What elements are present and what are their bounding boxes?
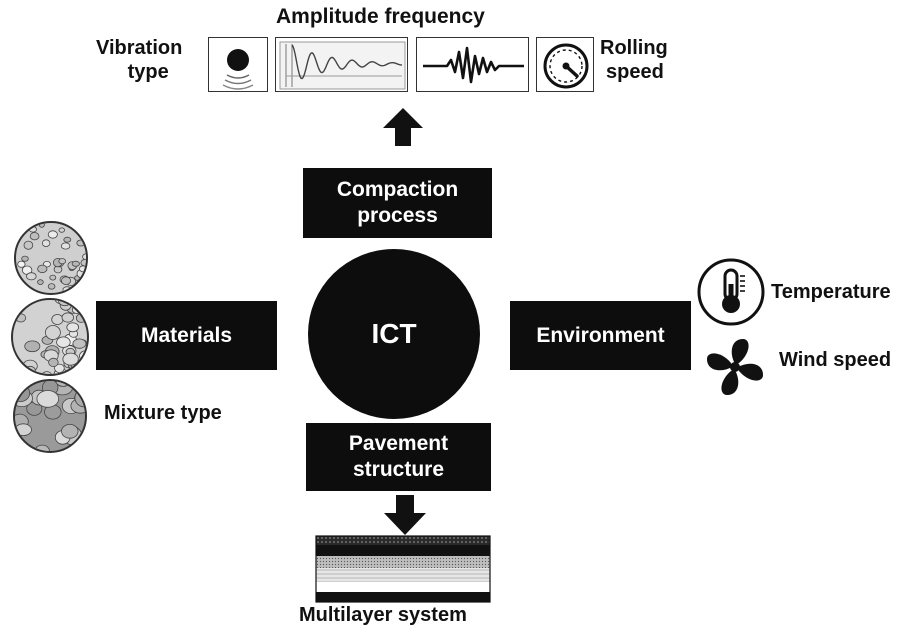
aggregate-particle bbox=[29, 232, 40, 241]
aggregate-particle bbox=[47, 230, 58, 239]
aggregate-particle bbox=[55, 381, 71, 387]
aggregate-particle bbox=[48, 357, 59, 368]
aggregate-particle bbox=[78, 279, 86, 287]
aggregate-particle bbox=[74, 388, 85, 408]
aggregate-particle bbox=[38, 223, 45, 228]
aggregate-particle bbox=[61, 312, 75, 323]
up-arrow-icon bbox=[383, 108, 423, 146]
aggregate-particle bbox=[37, 279, 44, 285]
aggregate-particle bbox=[37, 264, 48, 274]
rolling-speed-label: Rolling speed bbox=[600, 37, 668, 83]
speed-panel bbox=[536, 37, 594, 92]
environment-box: Environment bbox=[510, 301, 691, 370]
aggregate-particle bbox=[61, 423, 79, 439]
aggregate-particle bbox=[21, 255, 29, 262]
amplitude-panel bbox=[275, 37, 408, 92]
fan-icon bbox=[707, 339, 763, 395]
aggregate-particle bbox=[62, 352, 79, 366]
aggregate-particle bbox=[49, 274, 57, 281]
multilayer-system-label: Multilayer system bbox=[299, 604, 467, 626]
vibration-type-label: Vibration type bbox=[96, 37, 183, 83]
aggregate-particle bbox=[75, 313, 87, 323]
aggregate-particle bbox=[51, 314, 64, 325]
aggregate-particle bbox=[71, 305, 82, 314]
amplitude-frequency-title: Amplitude frequency bbox=[276, 5, 485, 28]
aggregate-particle bbox=[24, 340, 41, 353]
vibration-sensor-icon bbox=[222, 49, 254, 90]
pavement-structure-box: Pavement structure bbox=[306, 423, 491, 491]
aggregate-particle bbox=[76, 239, 86, 247]
compaction-process-box: Compaction process bbox=[303, 168, 492, 238]
aggregate-particle bbox=[45, 325, 61, 340]
aggregate-particle bbox=[34, 444, 50, 451]
aggregate-particle bbox=[23, 240, 34, 250]
aggregate-particle bbox=[23, 223, 31, 227]
aggregate-particle bbox=[15, 443, 24, 451]
mixture-type-label: Mixture type bbox=[104, 402, 222, 424]
aggregate-particle bbox=[15, 423, 32, 436]
aggregate-particle bbox=[77, 230, 85, 236]
aggregate-particle bbox=[15, 384, 31, 402]
aggregate-particle bbox=[79, 265, 86, 273]
aggregate-particle bbox=[83, 367, 87, 374]
aggregate-particle bbox=[66, 322, 79, 333]
ict-circle: ICT bbox=[308, 249, 480, 419]
aggregate-particle bbox=[68, 223, 75, 227]
aggregate-particle bbox=[15, 313, 27, 323]
aggregate-particle bbox=[58, 227, 65, 233]
aggregate-particle bbox=[41, 371, 52, 374]
frequency-panel bbox=[416, 37, 529, 92]
aggregate-particle bbox=[61, 276, 72, 285]
aggregate-particle bbox=[63, 236, 72, 243]
aggregate-particle bbox=[13, 305, 22, 316]
aggregate-particle bbox=[28, 226, 37, 233]
aggregate-particle bbox=[32, 290, 41, 293]
mixture-coarse-image bbox=[13, 379, 87, 453]
aggregate-particle bbox=[58, 258, 66, 265]
thermometer-icon bbox=[697, 258, 765, 326]
aggregate-particle bbox=[54, 363, 65, 373]
aggregate-particle bbox=[72, 338, 87, 349]
aggregate-particle bbox=[25, 272, 37, 281]
aggregate-particle bbox=[56, 336, 71, 348]
materials-box: Materials bbox=[96, 301, 277, 370]
aggregate-particle bbox=[17, 260, 26, 268]
damped-wave-icon bbox=[279, 41, 406, 90]
aggregate-particle bbox=[82, 253, 86, 261]
aggregate-particle bbox=[58, 300, 72, 307]
aggregate-particle bbox=[60, 242, 71, 250]
aggregate-particle bbox=[47, 283, 56, 290]
mixture-medium-image bbox=[11, 298, 89, 376]
aggregate-particle bbox=[36, 390, 60, 408]
aggregate-particle bbox=[80, 235, 86, 241]
signal-waveform-icon bbox=[423, 46, 524, 84]
aggregate-particle bbox=[62, 286, 72, 293]
aggregate-particle bbox=[24, 365, 36, 374]
aggregate-particle bbox=[72, 287, 81, 293]
vibration-type-panel bbox=[208, 37, 268, 92]
wind-speed-label: Wind speed bbox=[779, 349, 892, 371]
down-arrow-icon bbox=[384, 495, 426, 535]
aggregate-particle bbox=[16, 223, 22, 230]
mixture-fine-image bbox=[14, 221, 88, 295]
speedometer-icon bbox=[543, 43, 589, 89]
temperature-label: Temperature bbox=[771, 281, 891, 303]
multilayer-system-image bbox=[315, 535, 491, 603]
ict-label: ICT bbox=[371, 318, 417, 349]
aggregate-particle bbox=[80, 258, 86, 267]
aggregate-particle bbox=[71, 260, 80, 267]
aggregate-particle bbox=[41, 239, 51, 248]
